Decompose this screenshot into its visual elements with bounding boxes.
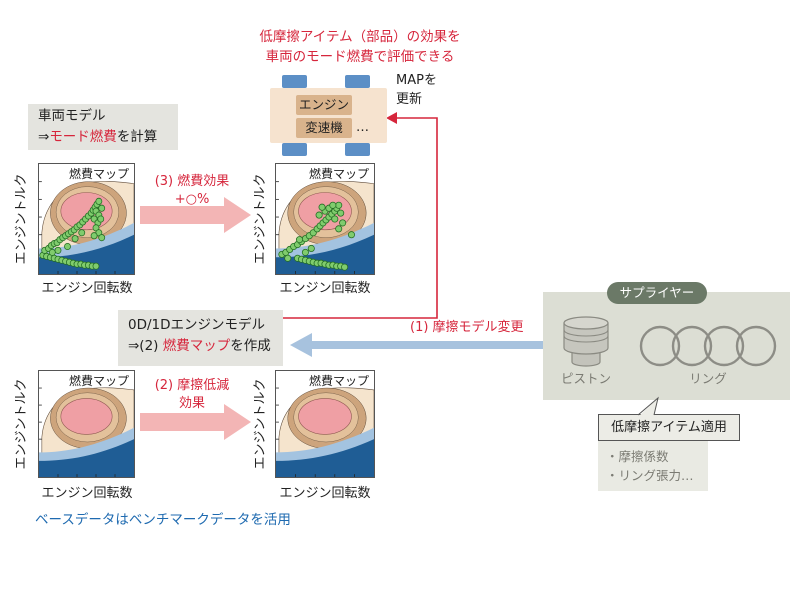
operating-point (307, 244, 315, 253)
list-item: ・摩擦係数 (606, 449, 669, 464)
fuel-map-title: 燃費マップ (308, 167, 369, 181)
operating-point (98, 234, 106, 242)
vehicle-model-action: ⇒モード燃費を計算 (38, 127, 178, 148)
operating-point (347, 231, 355, 239)
fuel-map-base: 燃費マップ (38, 370, 135, 478)
best-efficiency-contour (298, 398, 352, 435)
axis-ticks (39, 181, 116, 274)
operating-point (71, 235, 79, 243)
x-axis-label: エンジン回転数 (279, 281, 371, 296)
friction-model-change-label: (1) 摩擦モデル変更 (410, 320, 524, 335)
fuel-map-plot (276, 371, 374, 477)
operating-point (95, 197, 103, 205)
fuel-map-reduced-friction: 燃費マップ (275, 370, 375, 478)
operating-point (97, 215, 105, 223)
engine-model-title: 0D/1Dエンジンモデル (128, 317, 266, 333)
operating-point (98, 204, 106, 212)
operating-point (301, 248, 309, 256)
low-load-region (39, 439, 134, 477)
operating-point (64, 242, 71, 251)
operating-point (315, 211, 323, 219)
diagram-headline: 低摩擦アイテム（部品）の効果を 車両のモード燃費で評価できる (240, 27, 480, 67)
fuel-effect-line-2: +○% (174, 192, 210, 207)
fuel-map-plot (39, 371, 134, 477)
best-efficiency-contour (60, 192, 113, 231)
wheel (282, 143, 307, 156)
headline-line-2: 車両のモード燃費で評価できる (265, 49, 455, 65)
operating-point (335, 201, 343, 209)
x-axis-label: エンジン回転数 (279, 486, 371, 501)
piston-icon (563, 316, 609, 367)
wheel (282, 75, 307, 88)
fuel-effect-label: (3) 燃費効果 +○% (137, 173, 247, 209)
engine-model-action: ⇒(2) 燃費マップを作成 (128, 336, 283, 357)
y-axis-label: エンジントルク (253, 173, 268, 265)
engine-model-panel: 0D/1Dエンジンモデル ⇒(2) 燃費マップを作成 (118, 310, 283, 366)
fuel-map-plot (39, 164, 134, 274)
y-axis-label: エンジントルク (14, 378, 29, 470)
fuel-map-with-operating-points: 燃費マップ (38, 163, 135, 275)
vehicle-model-title: 車両モデル (38, 108, 106, 124)
transmission-block: 変速機 (296, 118, 352, 138)
piston-label: ピストン (560, 371, 611, 386)
y-axis-label: エンジントルク (14, 173, 29, 265)
vehicle-model-suffix: を計算 (116, 129, 158, 145)
best-efficiency-contour (60, 398, 113, 435)
y-axis-label: エンジントルク (253, 378, 268, 470)
map-update-note: MAPを 更新 (396, 71, 437, 109)
operating-point (92, 262, 100, 270)
low-friction-callout: 低摩擦アイテム適用 (598, 414, 740, 441)
fuel-map-title: 燃費マップ (68, 374, 129, 388)
wheel (345, 75, 370, 88)
operating-point (331, 215, 339, 223)
ring-label: リング (689, 371, 727, 386)
engine-model-prefix: ⇒(2) (128, 338, 163, 354)
vehicle-model-panel: 車両モデル ⇒モード燃費を計算 (28, 104, 178, 150)
operating-point (284, 254, 292, 262)
map-update-line-2: 更新 (396, 92, 423, 107)
friction-reduction-label: (2) 摩擦低減 効果 (137, 377, 247, 413)
arrow-symbol: ⇒ (38, 129, 50, 145)
operating-point (339, 219, 347, 227)
engine-block: エンジン (296, 95, 352, 115)
operating-point (337, 209, 345, 217)
rings-icon (639, 325, 777, 367)
more-parts-ellipsis: … (356, 120, 369, 135)
map-update-line-1: MAPを (396, 73, 437, 88)
fuel-map-title: 燃費マップ (68, 167, 129, 181)
map-update-arrowhead (386, 112, 397, 124)
callout-item-list: ・摩擦係数 ・リング張力… (598, 441, 708, 491)
base-data-note: ベースデータはベンチマークデータを活用 (35, 512, 291, 528)
x-axis-label: エンジン回転数 (41, 281, 133, 296)
operating-point (329, 201, 337, 209)
headline-line-1: 低摩擦アイテム（部品）の効果を (259, 29, 461, 45)
low-load-region (39, 234, 134, 274)
axis-ticks (276, 387, 355, 477)
x-axis-label: エンジン回転数 (41, 486, 133, 501)
fuel-effect-line-1: (3) 燃費効果 (154, 174, 230, 189)
engine-model-suffix: を作成 (230, 338, 271, 354)
mode-fuel-highlight: モード燃費 (49, 129, 117, 145)
fuel-map-highlight: 燃費マップ (162, 338, 231, 354)
operating-point (341, 263, 349, 271)
fuel-map-title: 燃費マップ (308, 374, 369, 388)
wheel (345, 143, 370, 156)
callout-pointer (637, 396, 659, 417)
operating-point (318, 203, 326, 211)
operating-point (54, 246, 62, 254)
friction-reduction-line-1: (2) 摩擦低減 (154, 378, 230, 393)
supplier-title-badge: サプライヤー (607, 282, 707, 304)
axis-ticks (39, 387, 116, 477)
friction-model-arrow (290, 333, 545, 357)
operating-point (48, 248, 56, 256)
operating-point (90, 232, 98, 240)
low-load-region (276, 439, 374, 477)
operating-point (78, 229, 86, 237)
operating-point (295, 236, 304, 244)
operating-point (335, 225, 343, 233)
list-item: ・リング張力… (606, 468, 694, 483)
friction-reduction-line-2: 効果 (178, 396, 205, 411)
fuel-map-with-operating-points-updated: 燃費マップ (275, 163, 375, 275)
